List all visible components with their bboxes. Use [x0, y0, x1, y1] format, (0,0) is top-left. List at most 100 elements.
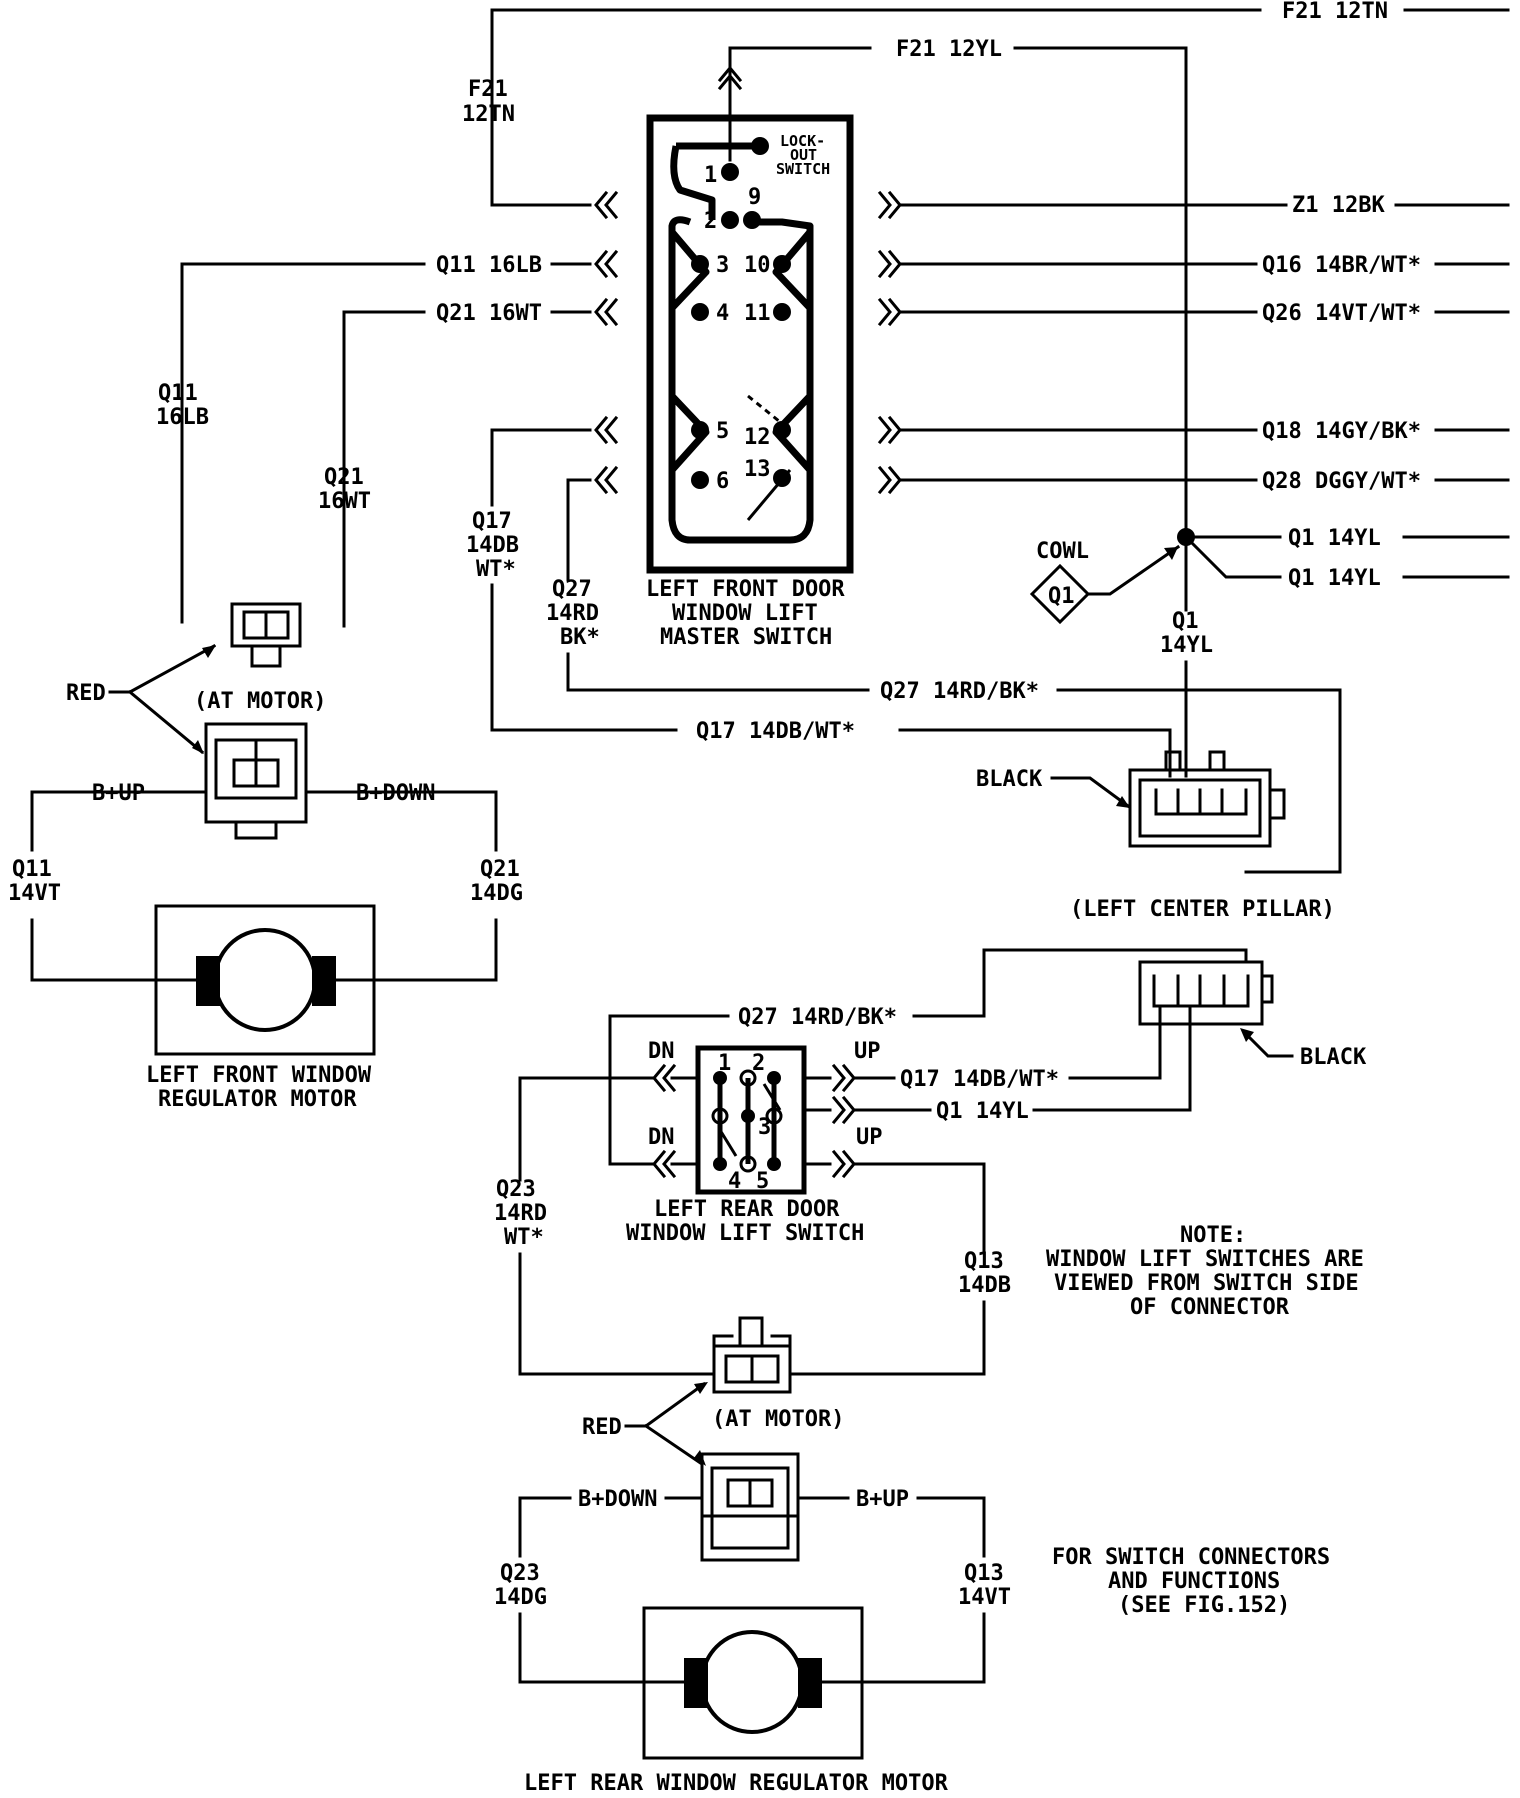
lr-window-motor: LEFT REAR WINDOW REGULATOR MOTOR: [518, 1606, 986, 1796]
master-switch-title-1: LEFT FRONT DOOR: [646, 577, 845, 602]
lf-window-motor: LEFT FRONT WINDOW REGULATOR MOTOR: [30, 904, 498, 1112]
wire-label-q21-stack-1: Q21: [324, 465, 364, 490]
wire-label-q17-stack-1: Q17: [472, 509, 512, 534]
note-line-2: WINDOW LIFT SWITCHES ARE: [1046, 1247, 1364, 1272]
wire-label-q11-14vt-1: Q11: [12, 857, 52, 882]
master-pin-5: 5: [716, 419, 729, 444]
cowl-tag: Q1: [1048, 584, 1075, 609]
wire-label-q11-stack-2: 16LB: [156, 405, 209, 430]
master-pin-13: 13: [744, 457, 771, 482]
label-bup-front: B+UP: [92, 781, 145, 806]
wire-label-f21-stack-2: 12TN: [462, 102, 515, 127]
label-red-rear: RED: [582, 1415, 622, 1440]
wire-label-q23-stack-1: Q23: [496, 1177, 536, 1202]
wire-label-f21-12tn-top: F21 12TN: [1282, 0, 1388, 24]
wire-label-q27-horiz: Q27 14RD/BK*: [880, 679, 1039, 704]
wire-label-q28: Q28 DGGY/WT*: [1262, 469, 1421, 494]
cowl-label: COWL: [1036, 539, 1089, 564]
lr-motor-title: LEFT REAR WINDOW REGULATOR MOTOR: [524, 1771, 949, 1796]
wire-label-q13-stack-1: Q13: [964, 1249, 1004, 1274]
wire-label-q27-stack-3: BK*: [560, 625, 600, 650]
lr-pin-3: 3: [758, 1115, 771, 1140]
wire-label-q27-rear: Q27 14RD/BK*: [738, 1005, 897, 1030]
label-up-1: UP: [854, 1039, 881, 1064]
wire-label-q17-stack-2: 14DB: [466, 533, 519, 558]
label-bdown-rear: B+DOWN: [578, 1487, 657, 1512]
wire-label-q26: Q26 14VT/WT*: [1262, 301, 1421, 326]
wire-label-q23-14dg-2: 14DG: [494, 1585, 547, 1610]
master-pin-6: 6: [716, 469, 729, 494]
master-switch: 1 2 3 4 5 6 9 10 11 12 13 LOCK- OUT SWIT…: [646, 114, 854, 650]
wire-label-q21-14dg-1: Q21: [480, 857, 520, 882]
wire-label-f21-stack-1: F21: [468, 77, 508, 102]
wire-label-q1-a: Q1 14YL: [1288, 526, 1381, 551]
notes: NOTE: WINDOW LIFT SWITCHES ARE VIEWED FR…: [1046, 1223, 1364, 1618]
wire-label-q27-stack-2: 14RD: [546, 601, 599, 626]
wire-label-q17-horiz: Q17 14DB/WT*: [696, 719, 855, 744]
label-dn-2: DN: [648, 1125, 675, 1150]
lf-motor-title-1: LEFT FRONT WINDOW: [146, 1063, 372, 1088]
wire-label-q21-14dg-2: 14DG: [470, 881, 523, 906]
label-bdown-front: B+DOWN: [356, 781, 435, 806]
master-left-wires: Q11 16LB Q21 16WT Q11 16LB Q21 16WT Q17 …: [156, 190, 1342, 874]
wire-f21-12yl: F21 12YL: [717, 37, 1188, 539]
wire-label-z1-12bk: Z1 12BK: [1292, 193, 1385, 218]
wire-label-q13-14vt-1: Q13: [964, 1561, 1004, 1586]
lr-motor-connector: B+DOWN B+UP Q23 14DG Q13 14VT: [494, 1452, 1011, 1610]
cowl-ground: Q1 COWL: [1029, 539, 1181, 625]
ref-line-1: FOR SWITCH CONNECTORS: [1052, 1545, 1330, 1570]
lockout-label-1: LOCK-: [780, 132, 825, 150]
master-pin-4: 4: [716, 301, 729, 326]
lr-switch-title-2: WINDOW LIFT SWITCH: [626, 1221, 864, 1246]
note-line-4: OF CONNECTOR: [1130, 1295, 1290, 1320]
wire-label-q13-14vt-2: 14VT: [958, 1585, 1011, 1610]
wire-label-f21-12yl: F21 12YL: [896, 37, 1002, 62]
wire-label-q11-stack-1: Q11: [158, 381, 198, 406]
master-pin-12: 12: [744, 425, 771, 450]
wire-label-q18: Q18 14GY/BK*: [1262, 419, 1421, 444]
label-dn-1: DN: [648, 1039, 675, 1064]
lf-motor-title-2: REGULATOR MOTOR: [158, 1087, 357, 1112]
lr-pin-5: 5: [756, 1169, 769, 1194]
left-center-pillar-label: (LEFT CENTER PILLAR): [1070, 897, 1335, 922]
lr-pin-4: 4: [728, 1169, 741, 1194]
lr-pin-1: 1: [718, 1051, 731, 1076]
wire-label-q1-rear: Q1 14YL: [936, 1099, 1029, 1124]
lockout-label-2: OUT: [790, 146, 817, 164]
ref-line-2: AND FUNCTIONS: [1108, 1569, 1280, 1594]
label-bup-rear: B+UP: [856, 1487, 909, 1512]
lr-at-motor-label: (AT MOTOR): [712, 1407, 844, 1432]
wire-label-q11-14vt-2: 14VT: [8, 881, 61, 906]
note-line-3: VIEWED FROM SWITCH SIDE: [1054, 1271, 1359, 1296]
wire-label-q1-stack-1: Q1: [1172, 609, 1199, 634]
lr-pin-2: 2: [752, 1051, 765, 1076]
ref-line-3: (SEE FIG.152): [1118, 1593, 1290, 1618]
wire-label-q1-b: Q1 14YL: [1288, 566, 1381, 591]
master-pin-11: 11: [744, 301, 771, 326]
lr-window-switch: 1 2 3 4 5 Q27 14RD/BK* DN DN Q17 14DB/WT…: [518, 1004, 1192, 1252]
master-switch-title-2: WINDOW LIFT: [672, 601, 818, 626]
label-black-pillar: BLACK: [976, 767, 1043, 792]
lr-switch-title-1: LEFT REAR DOOR: [654, 1197, 840, 1222]
label-red-front: RED: [66, 681, 106, 706]
master-switch-title-3: MASTER SWITCH: [660, 625, 832, 650]
lockout-label-3: SWITCH: [776, 160, 830, 178]
wire-label-q21-16wt: Q21 16WT: [436, 301, 542, 326]
wire-label-q17-rear: Q17 14DB/WT*: [900, 1067, 1059, 1092]
wire-label-q23-14dg-1: Q23: [500, 1561, 540, 1586]
master-pin-3: 3: [716, 253, 729, 278]
wire-label-q13-stack-2: 14DB: [958, 1273, 1011, 1298]
wire-label-q1-stack-2: 14YL: [1160, 633, 1213, 658]
wire-label-q23-stack-3: WT*: [504, 1225, 544, 1250]
master-pin-9: 9: [748, 185, 761, 210]
note-line-1: NOTE:: [1180, 1223, 1246, 1248]
master-pin-2: 2: [704, 209, 717, 234]
label-black-rear: BLACK: [1300, 1045, 1367, 1070]
lf-at-motor-label: (AT MOTOR): [194, 689, 326, 714]
lr-at-motor-connector: Q23 14RD WT* Q13 14DB (AT MOTOR) RED: [494, 1177, 1011, 1467]
wire-label-q11-16lb: Q11 16LB: [436, 253, 542, 278]
master-pin-10: 10: [744, 253, 771, 278]
wire-label-q27-stack-1: Q27: [552, 577, 592, 602]
